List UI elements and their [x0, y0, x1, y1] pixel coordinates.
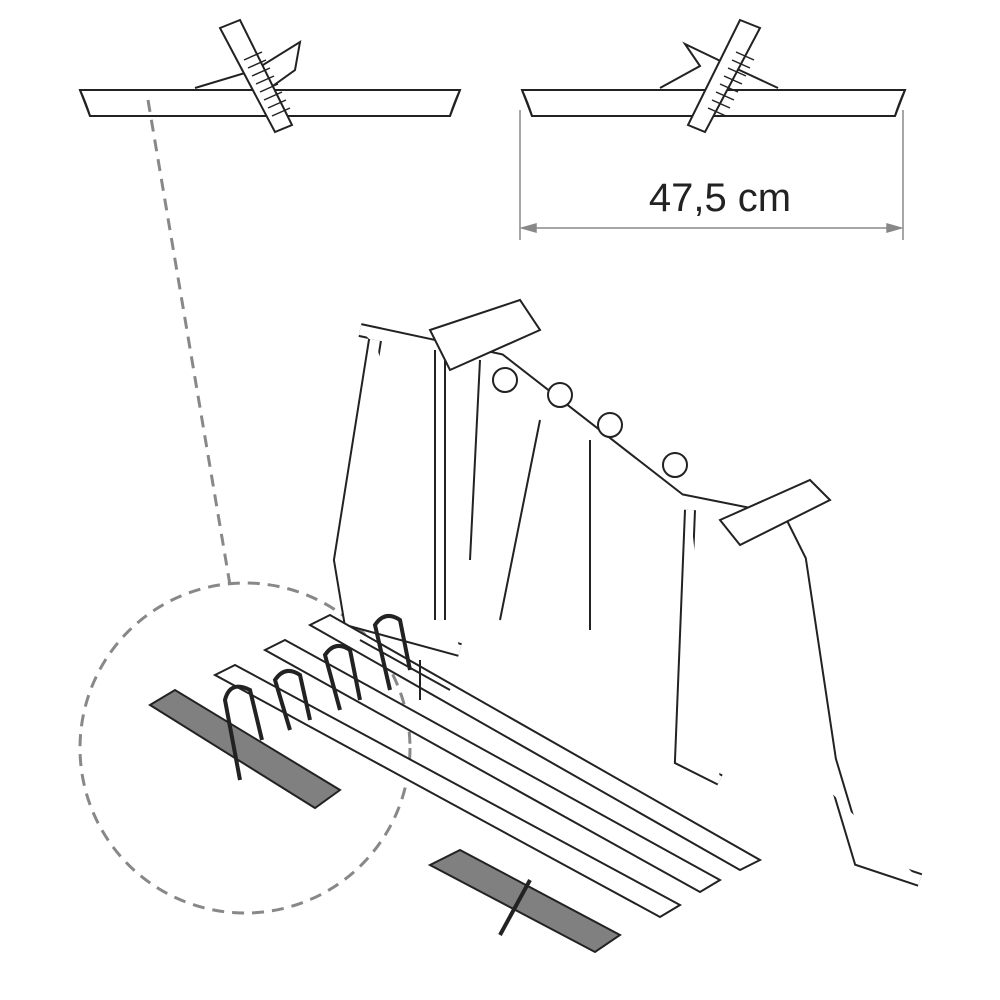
rail-detail-left	[78, 18, 462, 134]
dimension-line	[519, 110, 904, 240]
detail-callout	[78, 99, 412, 915]
highlighted-rail	[148, 688, 622, 954]
wheel-rails	[212, 613, 763, 919]
dimension-label: 47,5 cm	[648, 176, 792, 220]
wheel-straps	[222, 614, 532, 936]
rail-detail-right	[520, 18, 907, 134]
